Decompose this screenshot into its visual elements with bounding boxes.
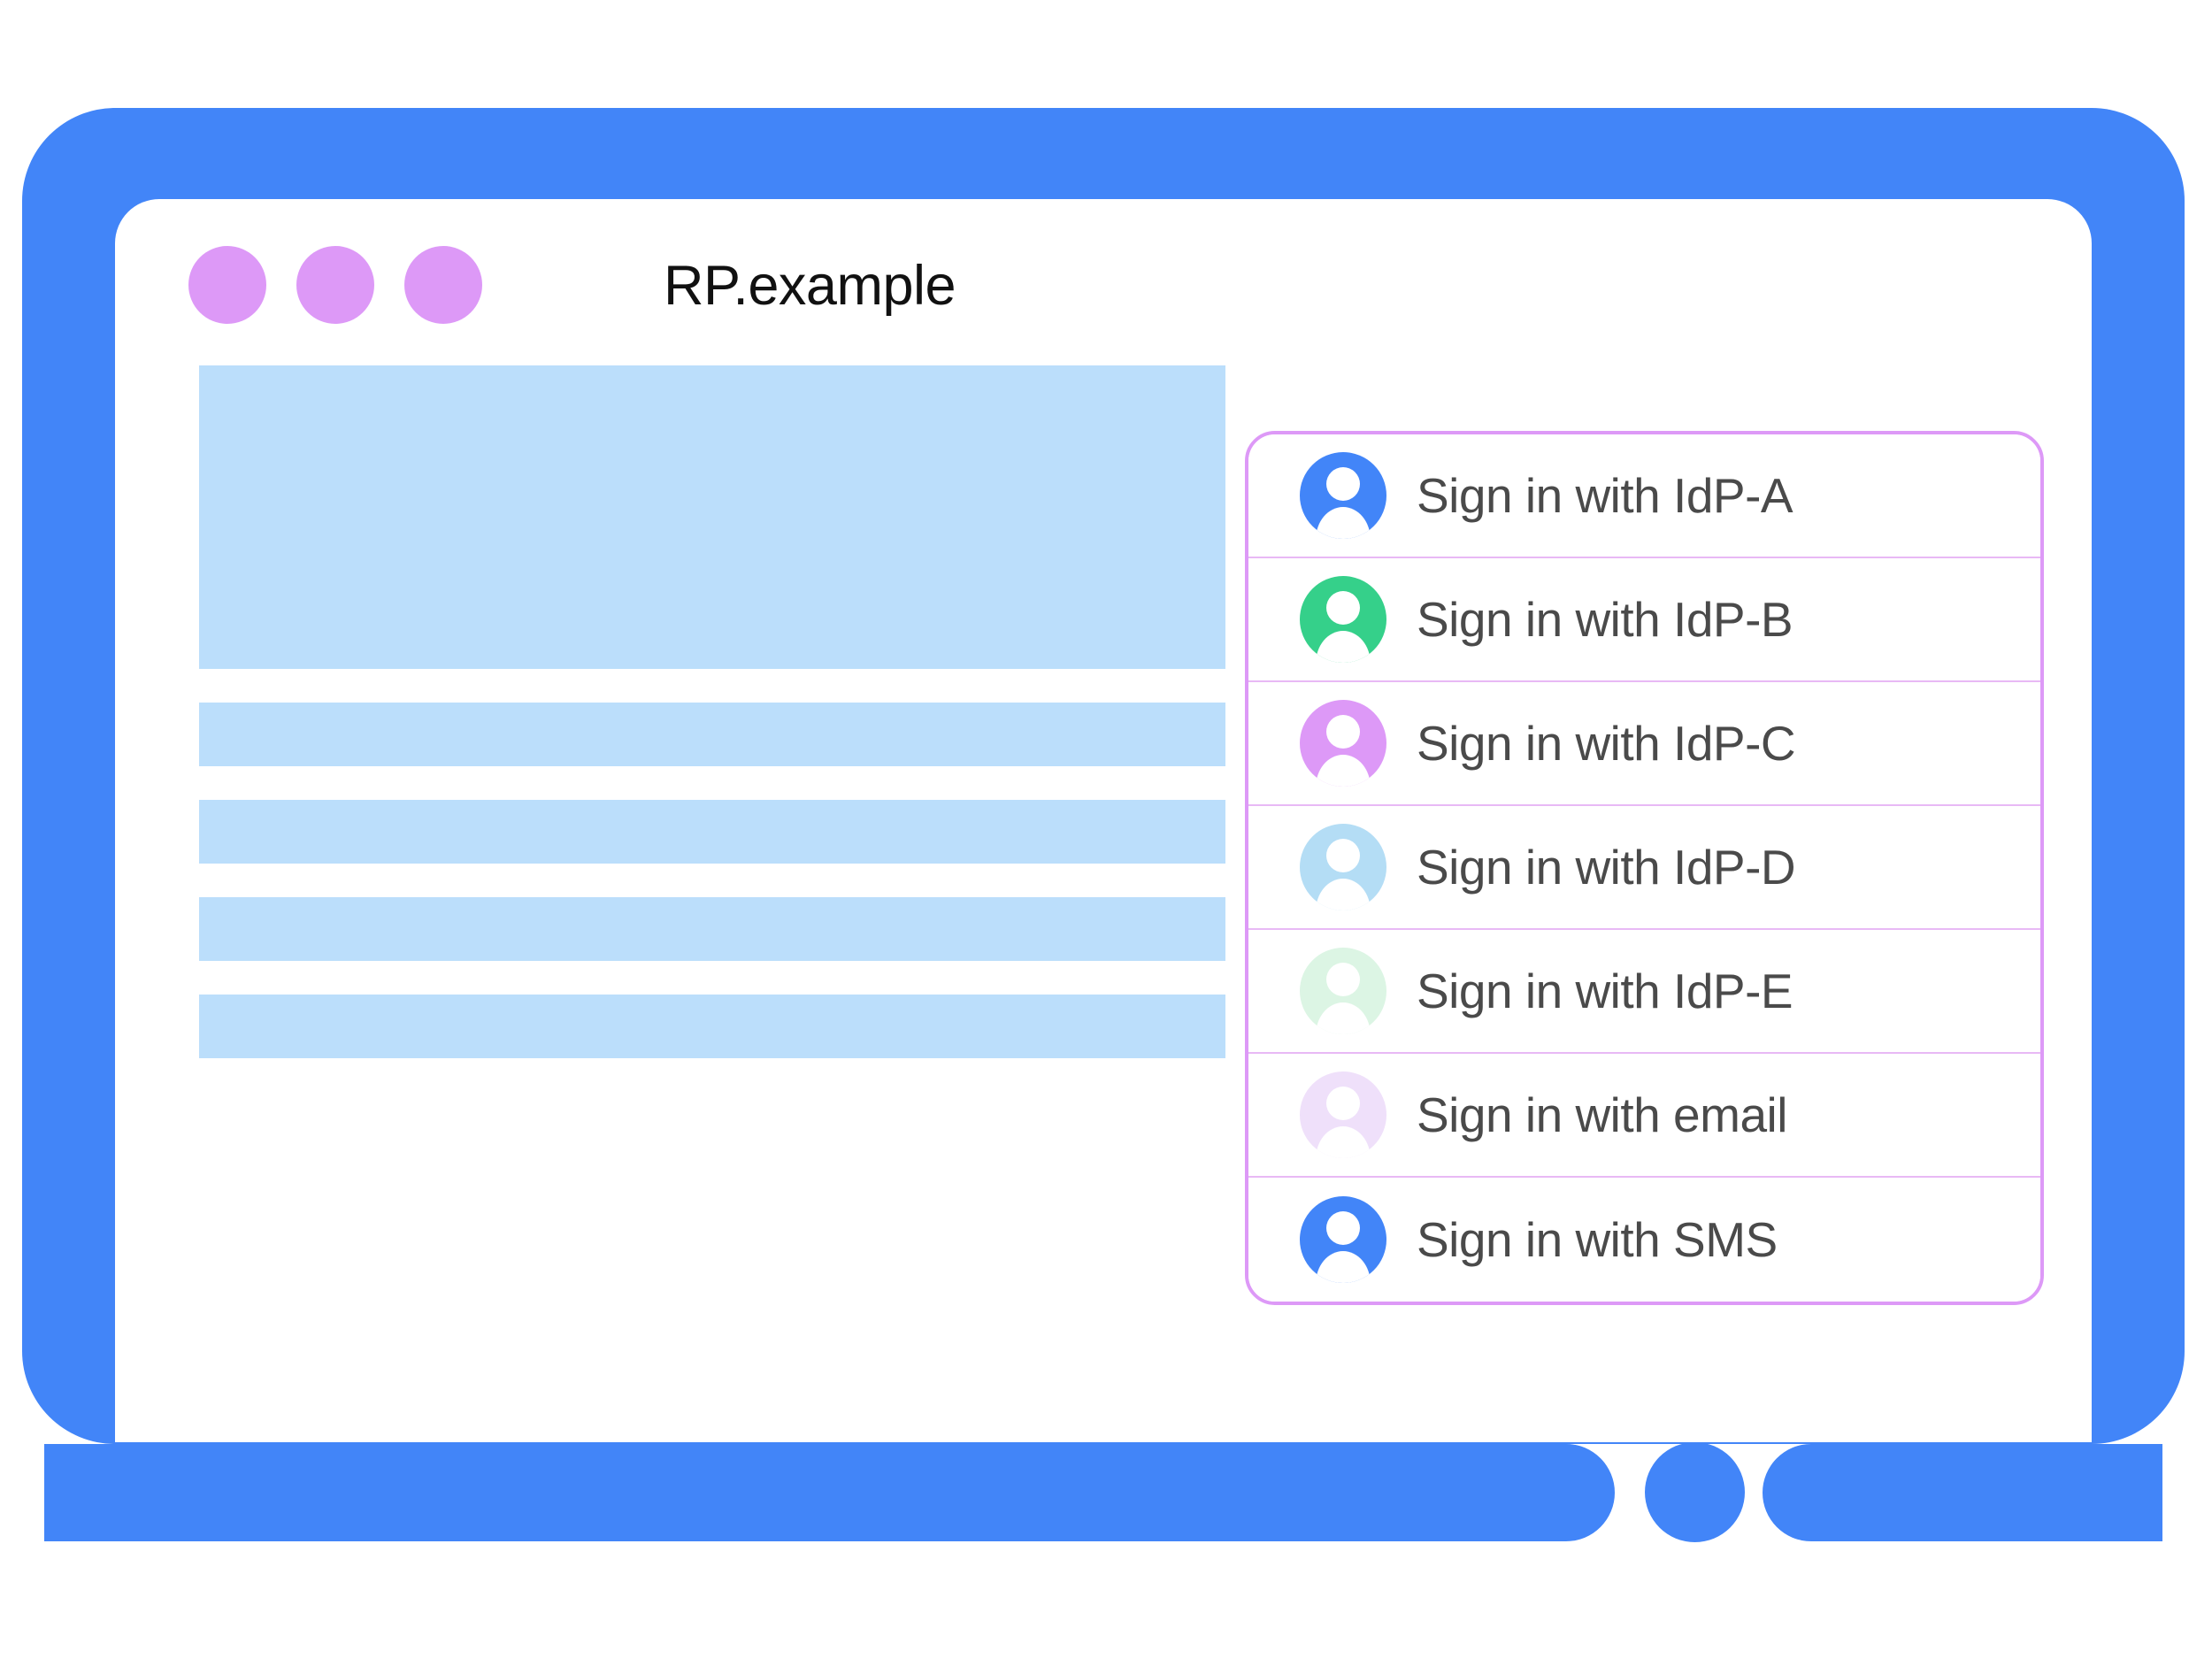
signin-options-panel: Sign in with IdP-A Sign in with IdP-B Si… [1245,431,2044,1305]
avatar-head-icon [1326,839,1360,872]
browser-title-bar: RP.example [115,199,2092,376]
text-line-placeholder-3 [199,897,1225,961]
avatar-shoulders-icon [1316,879,1371,910]
avatar-shoulders-icon [1316,755,1371,787]
page-title: RP.example [664,255,956,317]
avatar-shoulders-icon [1316,507,1371,539]
avatar-shoulders-icon [1316,1002,1371,1034]
signin-option-label: Sign in with IdP-C [1417,716,1796,771]
text-line-placeholder-2 [199,800,1225,864]
text-line-placeholder-4 [199,995,1225,1058]
device-screen: RP.example Sign in with IdP-A [115,199,2092,1442]
signin-option-idp-d[interactable]: Sign in with IdP-D [1248,806,2040,930]
home-button[interactable] [1645,1442,1745,1542]
avatar-icon [1300,824,1386,910]
signin-option-label: Sign in with IdP-B [1417,592,1793,647]
avatar-head-icon [1326,1087,1360,1120]
avatar-icon [1300,1071,1386,1158]
avatar-head-icon [1326,591,1360,625]
hero-placeholder [199,365,1225,669]
avatar-icon [1300,576,1386,663]
page-content-placeholders [199,365,1225,1058]
signin-option-idp-a[interactable]: Sign in with IdP-A [1248,434,2040,558]
signin-option-sms[interactable]: Sign in with SMS [1248,1178,2040,1302]
device-frame: RP.example Sign in with IdP-A [22,108,2185,1543]
avatar-head-icon [1326,963,1360,996]
signin-option-label: Sign in with IdP-A [1417,468,1793,523]
window-dot-minimize-icon[interactable] [296,246,374,324]
avatar-icon [1300,700,1386,787]
avatar-icon [1300,452,1386,539]
avatar-icon [1300,1196,1386,1283]
signin-option-idp-e[interactable]: Sign in with IdP-E [1248,930,2040,1054]
avatar-head-icon [1326,467,1360,501]
window-dot-close-icon[interactable] [188,246,266,324]
avatar-shoulders-icon [1316,1126,1371,1158]
signin-option-label: Sign in with email [1417,1087,1787,1142]
avatar-shoulders-icon [1316,1251,1371,1283]
bottom-bezel-left [44,1444,1615,1541]
avatar-head-icon [1326,715,1360,749]
signin-option-idp-b[interactable]: Sign in with IdP-B [1248,558,2040,682]
avatar-icon [1300,948,1386,1034]
signin-option-email[interactable]: Sign in with email [1248,1054,2040,1178]
avatar-shoulders-icon [1316,631,1371,663]
window-dot-maximize-icon[interactable] [404,246,482,324]
signin-option-label: Sign in with SMS [1417,1212,1778,1267]
avatar-head-icon [1326,1211,1360,1245]
signin-option-idp-c[interactable]: Sign in with IdP-C [1248,682,2040,806]
signin-option-label: Sign in with IdP-E [1417,964,1793,1018]
bottom-bezel-right [1763,1444,2162,1541]
signin-option-label: Sign in with IdP-D [1417,840,1796,895]
text-line-placeholder-1 [199,703,1225,766]
